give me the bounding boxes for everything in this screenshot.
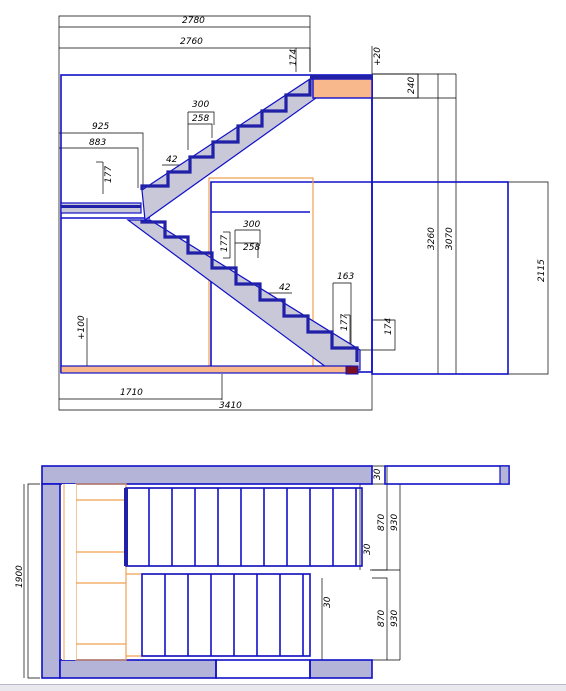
dim-plan-30-a: 30	[373, 468, 383, 480]
bottom-wall-right	[309, 659, 373, 679]
top-wall	[41, 465, 373, 485]
dim-177-lower: 177	[220, 235, 230, 252]
dim-2115: 2115	[537, 259, 547, 282]
dim-163: 163	[337, 272, 354, 282]
window-bottom-bar	[0, 684, 566, 691]
post-base	[345, 365, 359, 375]
left-wall	[41, 483, 61, 679]
dim-42-upper: 42	[166, 155, 178, 165]
dim-258-lower: 258	[243, 243, 260, 253]
lower-flight-stringer	[126, 219, 361, 371]
dim-plus20: +20	[373, 47, 383, 66]
plan-dimension-lines	[23, 465, 401, 679]
dim-plan-930-b: 930	[390, 610, 400, 627]
dim-plan-870-b: 870	[377, 610, 387, 627]
dim-plan-870-a: 870	[377, 514, 387, 531]
upper-flight-steps	[140, 79, 312, 190]
dim-3070: 3070	[445, 227, 455, 250]
lower-flight-steps	[140, 220, 359, 362]
dim-174-top: 174	[289, 49, 299, 66]
upper-flight-stringer	[141, 78, 317, 222]
dim-3260: 3260	[427, 227, 437, 250]
top-floor-slab	[312, 78, 373, 99]
dim-177-right: 177	[340, 314, 350, 331]
landing-gap	[62, 484, 76, 660]
dim-300-lower: 300	[243, 220, 260, 230]
dim-plan-30-c: 30	[323, 596, 333, 608]
dim-240: 240	[407, 77, 417, 94]
dim-3410: 3410	[219, 401, 242, 411]
dim-174-right: 174	[384, 318, 394, 335]
dim-2780: 2780	[182, 16, 205, 26]
bottom-wall-left	[59, 659, 217, 679]
dim-plus100: +100	[77, 315, 87, 340]
dim-883: 883	[89, 138, 106, 148]
plan-walls	[41, 465, 373, 679]
dimension-lines	[58, 15, 549, 411]
landing-tread	[61, 205, 141, 208]
landing-frame	[75, 483, 362, 661]
plan-view	[23, 465, 510, 679]
dim-plan-30-b: 30	[363, 543, 373, 555]
dim-1710: 1710	[120, 388, 143, 398]
plan-upper-flight	[125, 487, 363, 567]
plan-lower-flight	[141, 573, 311, 657]
top-slab-edge	[310, 75, 372, 79]
dim-plan-1900: 1900	[15, 565, 25, 588]
dim-300-upper: 300	[192, 100, 209, 110]
right-wall-end	[499, 465, 510, 485]
dim-2760: 2760	[180, 37, 203, 47]
elevation-view	[58, 15, 549, 411]
right-wall-piece	[384, 465, 510, 485]
dim-plan-930-a: 930	[390, 514, 400, 531]
bottom-opening	[215, 659, 311, 679]
dim-925: 925	[92, 122, 109, 132]
ground-floor-strip	[60, 365, 353, 374]
upper-flight-start	[124, 488, 128, 566]
dim-258-upper: 258	[192, 114, 209, 124]
dim-42-lower: 42	[279, 283, 291, 293]
dim-177-landing: 177	[104, 166, 114, 183]
